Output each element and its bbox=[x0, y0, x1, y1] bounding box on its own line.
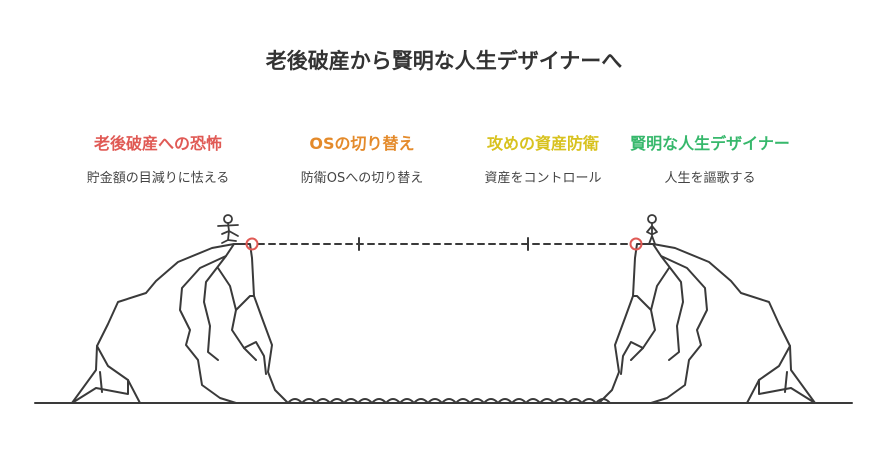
step-2: OSの切り替え 防衛OSへの切り替え bbox=[262, 133, 462, 188]
step-4-description: 人生を謳歌する bbox=[664, 171, 756, 186]
step-4-heading: 賢明な人生デザイナー bbox=[630, 134, 790, 153]
anxious-person-icon bbox=[217, 214, 239, 244]
step-1-heading: 老後破産への恐怖 bbox=[93, 134, 222, 153]
step-3: 攻めの資産防衛 資産をコントロール bbox=[443, 133, 643, 188]
step-1-description: 貯金額の目減りに怯える bbox=[86, 171, 230, 186]
step-1: 老後破産への恐怖 貯金額の目減りに怯える bbox=[58, 133, 258, 188]
step-2-heading: OSの切り替え bbox=[309, 134, 415, 153]
step-4: 賢明な人生デザイナー 人生を謳歌する bbox=[610, 133, 810, 188]
end-marker bbox=[629, 237, 643, 251]
right-cliff bbox=[598, 243, 816, 404]
start-marker bbox=[245, 237, 259, 251]
step-3-description: 資産をコントロール bbox=[484, 171, 602, 186]
confident-person-icon bbox=[646, 214, 658, 245]
water-waves bbox=[287, 398, 611, 404]
step-2-description: 防衛OSへの切り替え bbox=[300, 171, 424, 186]
page-title: 老後破産から賢明な人生デザイナーへ bbox=[265, 49, 623, 73]
step-3-heading: 攻めの資産防衛 bbox=[486, 134, 599, 153]
left-cliff bbox=[71, 243, 289, 404]
